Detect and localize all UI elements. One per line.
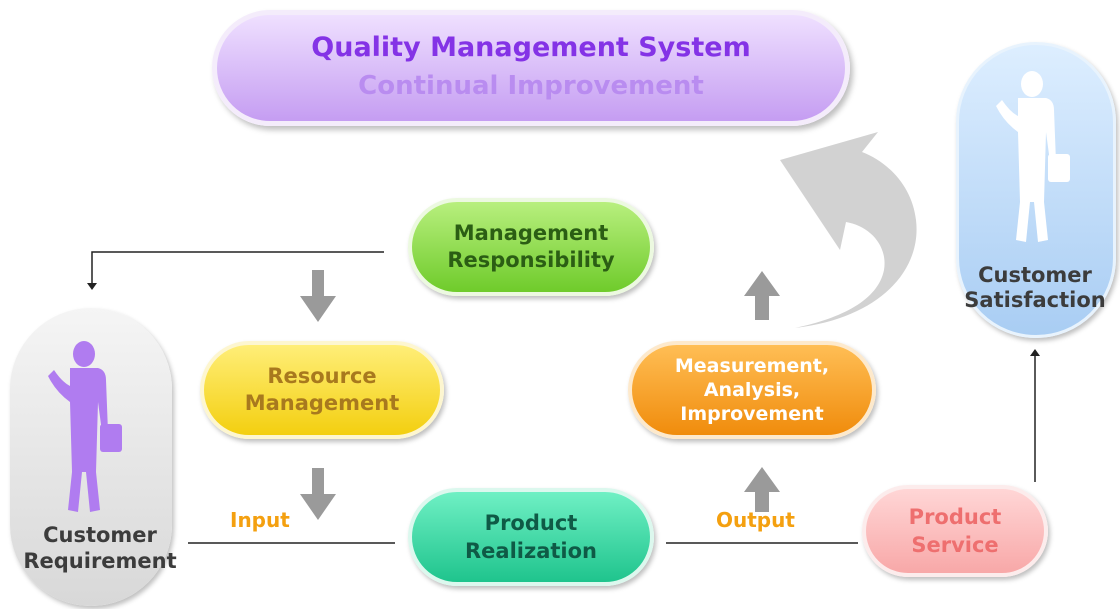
arrowhead-up-icon xyxy=(1030,349,1040,356)
label-line: Requirement xyxy=(23,549,177,573)
node-label-line: Product xyxy=(484,511,578,535)
node-label-line: Measurement, xyxy=(674,355,830,377)
customer-requirement-label: Customer Requirement xyxy=(0,522,200,574)
input-label: Input xyxy=(230,508,290,532)
node-label-line: Product xyxy=(908,505,1002,529)
product-realization-node: Product Realization xyxy=(408,488,654,586)
node-label-line: Analysis, xyxy=(703,379,801,401)
customer-requirement-figure-icon xyxy=(48,341,122,512)
management-responsibility-node: Management Responsibility xyxy=(408,198,654,296)
up-arrow-icon xyxy=(744,467,780,512)
node-label-line: Service xyxy=(911,533,999,557)
output-label: Output xyxy=(716,508,795,532)
arrowhead-down-icon xyxy=(87,283,97,290)
label-line: Customer xyxy=(43,523,157,547)
title-line-2: Continual Improvement xyxy=(358,71,704,101)
node-label-line: Improvement xyxy=(680,403,824,425)
node-label-line: Responsibility xyxy=(447,248,615,272)
line-management-to-customer xyxy=(91,251,384,284)
label-line: Satisfaction xyxy=(964,288,1106,312)
up-arrow-icon xyxy=(744,271,780,320)
node-label-line: Management xyxy=(244,391,400,415)
title-pill: Quality Management System Continual Impr… xyxy=(212,10,850,126)
down-arrow-icon xyxy=(300,468,336,520)
node-label-line: Realization xyxy=(465,539,597,563)
curved-arrow-icon xyxy=(780,132,917,328)
title-line-1: Quality Management System xyxy=(311,32,751,63)
customer-satisfaction-figure-icon xyxy=(996,71,1070,242)
node-label-line: Management xyxy=(453,221,609,245)
customer-satisfaction-label: Customer Satisfaction xyxy=(946,263,1120,313)
node-label-line: Resource xyxy=(267,364,377,388)
resource-management-node: Resource Management xyxy=(200,341,444,439)
measurement-analysis-improvement-node: Measurement, Analysis, Improvement xyxy=(628,341,876,439)
product-service-node: Product Service xyxy=(862,485,1048,577)
label-line: Customer xyxy=(978,263,1092,287)
down-arrow-icon xyxy=(300,270,336,322)
